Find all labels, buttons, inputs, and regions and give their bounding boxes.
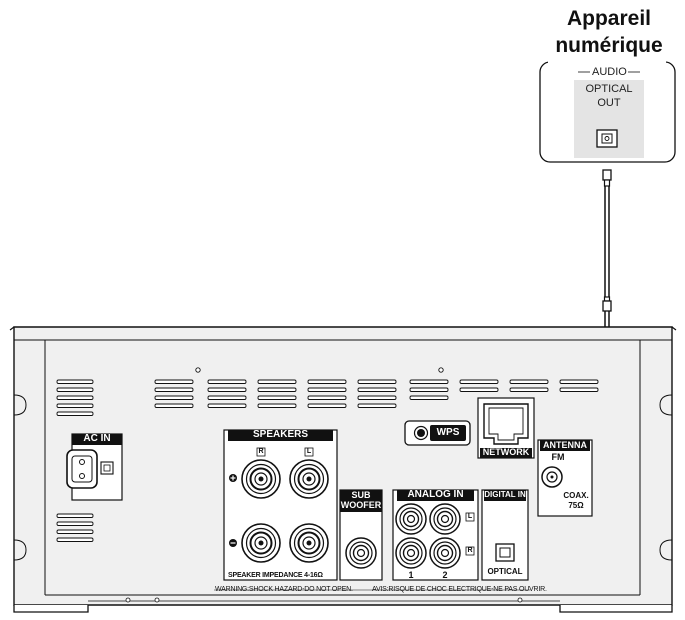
wps-label: WPS — [436, 427, 460, 438]
ac-in-label: AC IN — [83, 433, 111, 444]
speaker-impedance-label: SPEAKER IMPEDANCE 4-16Ω — [228, 572, 323, 579]
speaker-terminal — [241, 459, 281, 499]
speaker-terminal — [241, 523, 281, 563]
vent-slot — [56, 513, 94, 518]
vent-slot — [357, 395, 397, 400]
rca-jack — [395, 503, 427, 535]
ohm-label: 75Ω — [568, 501, 584, 510]
subwoofer-label-line1: SUB — [351, 490, 371, 500]
vent-slot — [559, 379, 599, 384]
device-title-line2: numérique — [555, 34, 663, 57]
warning-text: WARNING:SHOCK HAZARD-DO NOT OPEN. — [215, 586, 353, 593]
analog-r-label: R — [467, 547, 473, 554]
vent-slot — [207, 395, 247, 400]
vent-slot — [154, 379, 194, 384]
subwoofer-label-line2: WOOFER — [340, 500, 382, 510]
speaker-l-label: L — [306, 448, 312, 455]
network-section — [477, 397, 535, 459]
vent-slot — [257, 387, 297, 392]
ac-inlet — [66, 449, 98, 489]
analog-1-label: 1 — [408, 570, 414, 580]
optical-in-port — [495, 543, 515, 562]
vent-slot — [257, 395, 297, 400]
ventilation-slots — [56, 379, 599, 542]
optical-label: OPTICAL — [487, 567, 523, 576]
vent-slot — [409, 387, 449, 392]
vent-slot — [307, 387, 347, 392]
vent-slot — [154, 403, 194, 408]
speaker-r-label: R — [258, 448, 264, 455]
analog-l-label: L — [467, 513, 473, 520]
vent-slot — [509, 387, 549, 392]
speakers-label: SPEAKERS — [252, 429, 308, 440]
rca-jack — [429, 537, 461, 569]
vent-slot — [509, 379, 549, 384]
digital-in-section — [481, 489, 529, 581]
analog-2-label: 2 — [442, 570, 448, 580]
optical-out-port — [596, 129, 618, 148]
vent-slot — [459, 379, 499, 384]
digital-device — [539, 50, 676, 163]
vent-slot — [56, 537, 94, 542]
vent-slot — [357, 387, 397, 392]
vent-slot — [409, 379, 449, 384]
vent-slot — [56, 521, 94, 526]
coax-label: COAX. — [563, 491, 589, 500]
analog-in-label: ANALOG IN — [407, 489, 464, 500]
vent-slot — [357, 403, 397, 408]
speaker-terminal — [289, 459, 329, 499]
network-label: NETWORK — [482, 447, 530, 457]
vent-slot — [459, 387, 499, 392]
vent-slot — [56, 395, 94, 400]
vent-slot — [357, 379, 397, 384]
vent-slot — [56, 379, 94, 384]
vent-slot — [559, 387, 599, 392]
speaker-terminal — [289, 523, 329, 563]
vent-slot — [257, 379, 297, 384]
vent-slot — [307, 395, 347, 400]
ac-in-section — [66, 433, 123, 501]
digital-in-label: DIGITAL IN — [484, 490, 526, 499]
rca-jack — [429, 503, 461, 535]
vent-slot — [56, 529, 94, 534]
speaker-terminals — [241, 459, 329, 563]
wps-button — [404, 420, 471, 446]
vent-slot — [154, 395, 194, 400]
vent-slot — [207, 387, 247, 392]
fm-label: FM — [551, 452, 565, 462]
rca-jack — [395, 537, 427, 569]
device-port-label-line2: OUT — [597, 97, 621, 109]
rca-jacks — [345, 503, 461, 569]
rca-jack — [345, 537, 377, 569]
device-title-line1: Appareil — [566, 7, 652, 30]
vent-slot — [56, 403, 94, 408]
avis-text: AVIS:RISQUE DE CHOC ELECTRIQUE-NE PAS OU… — [372, 586, 547, 593]
device-port-label-line1: OPTICAL — [585, 83, 633, 95]
vent-slot — [409, 395, 449, 400]
vent-slot — [154, 387, 194, 392]
vent-slot — [56, 387, 94, 392]
vent-slot — [257, 403, 297, 408]
vent-slot — [207, 403, 247, 408]
vent-slot — [307, 379, 347, 384]
vent-slot — [56, 411, 94, 416]
vent-slot — [207, 379, 247, 384]
device-audio-label: AUDIO — [592, 66, 627, 78]
antenna-label: ANTENNA — [543, 440, 587, 450]
vent-slot — [307, 403, 347, 408]
antenna-section — [537, 439, 593, 517]
